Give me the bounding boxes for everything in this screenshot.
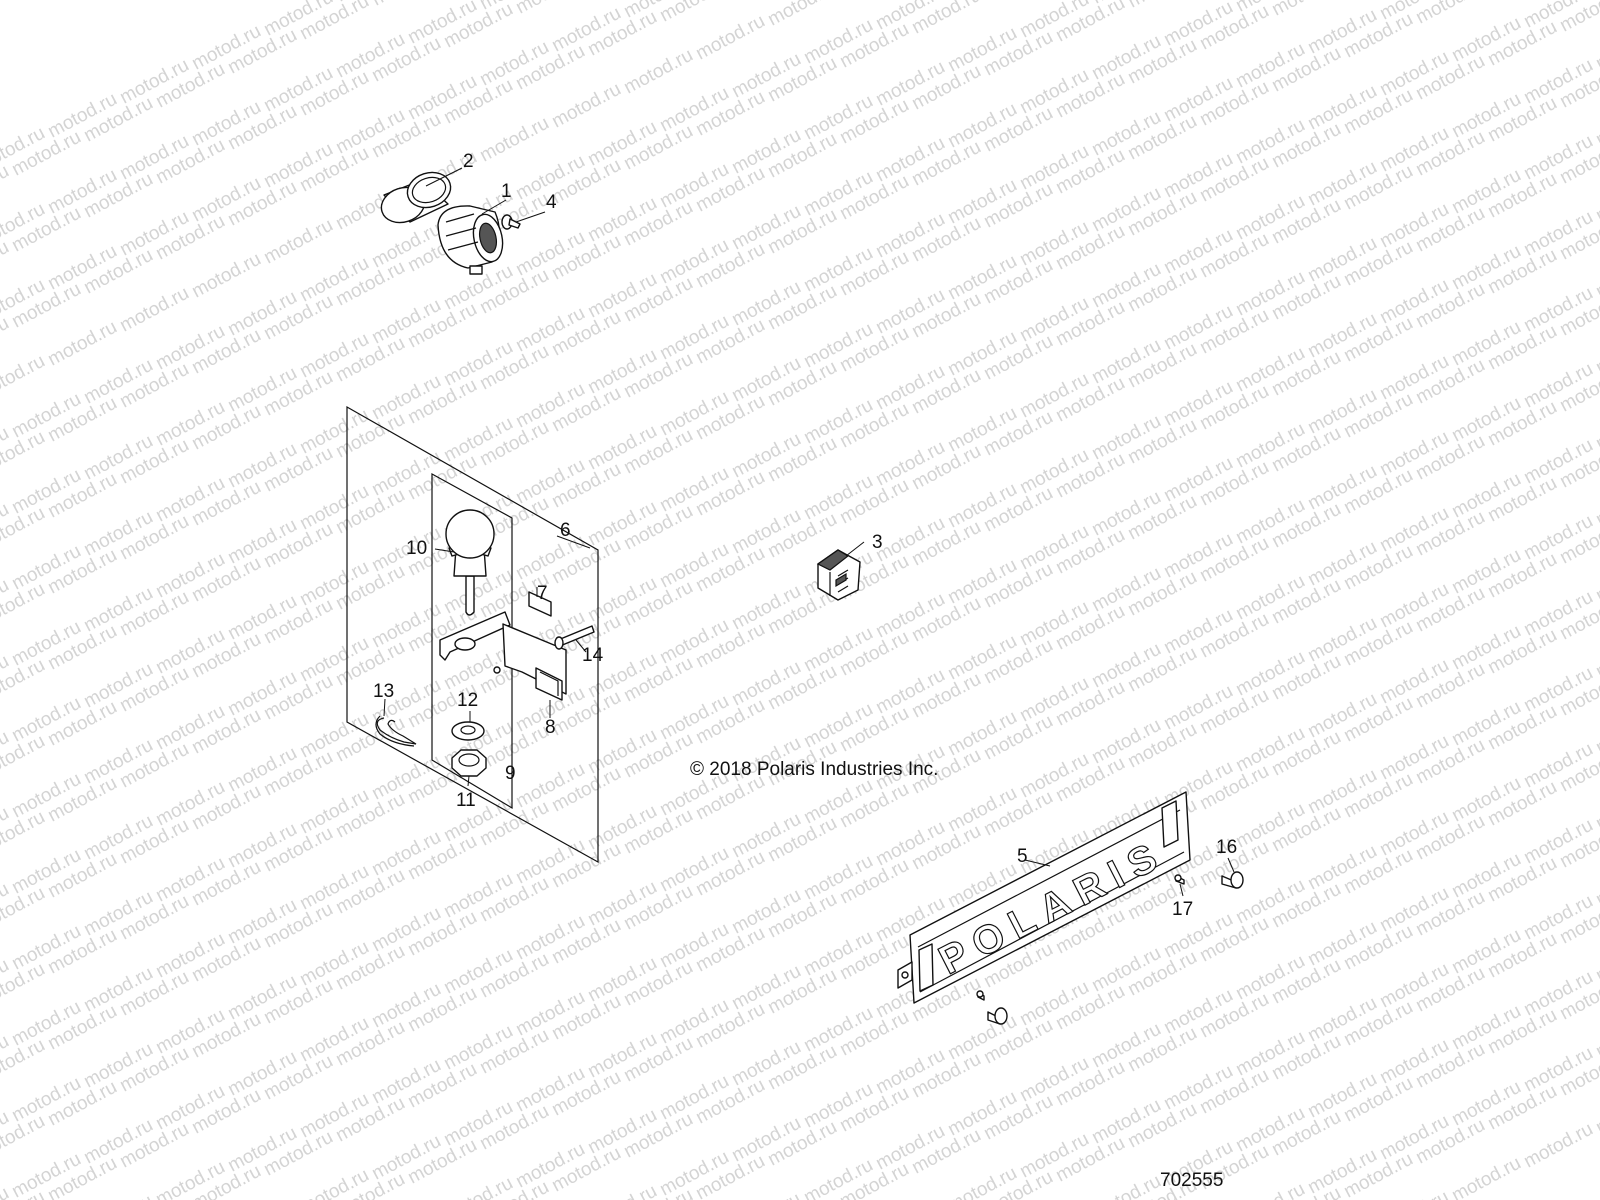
watermark-text: motod.ru <box>1592 97 1600 151</box>
callout-10: 10 <box>406 538 427 559</box>
part-11-nut <box>451 749 487 777</box>
part-2-sleeve <box>380 171 452 224</box>
callout-2: 2 <box>463 151 474 172</box>
callout-12: 12 <box>457 690 478 711</box>
callout-13: 13 <box>373 681 394 702</box>
watermark-text: motod.ru <box>1592 325 1600 379</box>
watermark-text: motod.ru <box>44 317 120 371</box>
callout-3: 3 <box>872 532 883 553</box>
watermark-text: motod.ru <box>728 1189 804 1200</box>
watermark-text: motod.ru <box>980 0 1056 4</box>
part-7-label <box>528 591 552 617</box>
watermark-text: motod.ru <box>512 0 588 18</box>
watermark-text: motod.ru <box>1592 173 1600 227</box>
part-1-switch-housing <box>437 205 504 275</box>
watermark-text: motod.ru <box>1592 857 1600 911</box>
watermark-text: motod.ru <box>0 351 49 405</box>
watermark-text: motod.ru <box>0 237 13 291</box>
callout-16: 16 <box>1216 837 1237 858</box>
watermark-text: motod.ru <box>1520 1119 1596 1173</box>
watermark-text: motod.ru <box>188 249 264 303</box>
drawing-number: 702555 <box>1160 1170 1223 1191</box>
watermark-text: motod.ru <box>368 0 444 10</box>
callout-1: 1 <box>501 181 512 202</box>
watermark-text: motod.ru <box>548 79 624 133</box>
watermark-text: motod.ru <box>0 313 13 367</box>
watermark-text: motod.ru <box>1268 0 1344 20</box>
watermark-text: motod.ru <box>1592 933 1600 987</box>
watermark-text: motod.ru <box>1592 1085 1600 1139</box>
watermark-text: motod.ru <box>476 113 552 167</box>
watermark-text: motod.ru <box>1592 21 1600 75</box>
watermark-text: motod.ru <box>764 0 840 30</box>
callout-7: 7 <box>537 583 548 604</box>
watermark-text: motod.ru <box>692 11 768 65</box>
watermark-text: motod.ru <box>1232 1179 1308 1200</box>
plate-mounting-screws <box>976 990 1008 1025</box>
watermark-text: motod.ru <box>1592 1009 1600 1063</box>
part-3-rocker-switch <box>816 549 861 601</box>
part-12-washer <box>451 721 485 741</box>
watermark-text: motod.ru <box>1592 477 1600 531</box>
watermark-text: motod.ru <box>0 161 13 215</box>
watermark-text: motod.ru <box>1592 401 1600 455</box>
watermark-text: motod.ru <box>1592 249 1600 303</box>
part-8-drawbar <box>439 611 567 701</box>
part-17-screw <box>1174 874 1185 885</box>
watermark-text: motod.ru <box>656 0 732 26</box>
watermark-text: motod.ru <box>1448 1153 1524 1200</box>
watermark-text: motod.ru <box>620 45 696 99</box>
watermark-text: motod.ru <box>1592 705 1600 759</box>
callout-4: 4 <box>546 192 557 213</box>
watermark-text: motod.ru <box>1376 1187 1452 1200</box>
watermark-text: motod.ru <box>116 283 192 337</box>
callout-14: 14 <box>582 645 604 666</box>
callout-11: 11 <box>456 790 476 811</box>
callout-5: 5 <box>1017 846 1028 867</box>
callout-17: 17 <box>1172 899 1193 920</box>
part-13-hitch-clip <box>375 715 417 747</box>
watermark-text: motod.ru <box>260 215 336 269</box>
watermark-text: motod.ru <box>584 1181 660 1200</box>
watermark-text: motod.ru <box>1592 629 1600 683</box>
copyright-notice: © 2018 Polaris Industries Inc. <box>690 759 938 780</box>
callout-labels: 1 2 3 4 5 6 7 8 9 10 11 12 13 14 16 17 <box>373 151 1237 920</box>
leader-lines <box>383 167 1235 897</box>
callout-8: 8 <box>545 717 556 738</box>
watermark-text: motod.ru <box>1124 0 1200 12</box>
part-14-pin <box>554 625 595 650</box>
callout-6: 6 <box>560 520 571 541</box>
callout-9: 9 <box>505 763 516 784</box>
watermark-text: motod.ru <box>1412 0 1488 28</box>
watermark-text: motod.ru <box>80 1191 156 1200</box>
part-4-screw <box>501 214 521 230</box>
part-10-hitch-ball <box>445 509 495 616</box>
watermark-text: motod.ru <box>1592 781 1600 835</box>
part-16-screw <box>1221 871 1244 889</box>
watermark-text: motod.ru <box>1592 553 1600 607</box>
